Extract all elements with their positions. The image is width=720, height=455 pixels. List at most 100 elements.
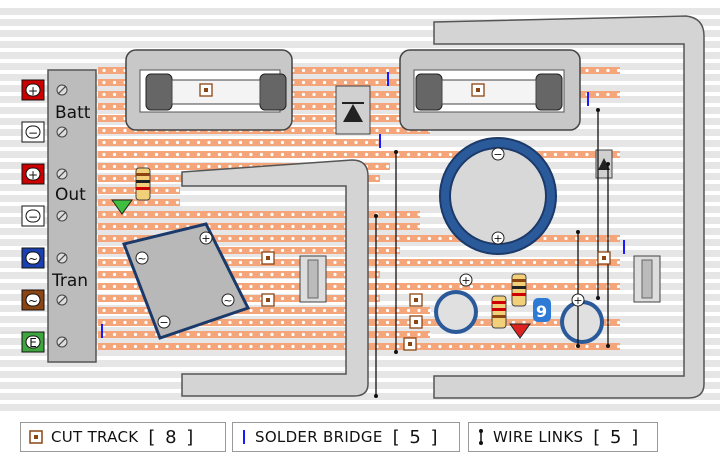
track-hole — [459, 284, 463, 289]
terminal-symbol: E — [29, 336, 37, 350]
track-hole — [123, 176, 127, 181]
track-hole — [354, 80, 358, 85]
wire-end — [576, 230, 580, 234]
track-hole — [154, 212, 159, 217]
terminal-symbol: + — [28, 84, 38, 98]
led-red — [509, 323, 531, 339]
cap-large-minus: − — [493, 148, 502, 161]
track-hole — [312, 236, 316, 241]
track-hole — [123, 152, 127, 157]
track-hole — [322, 248, 327, 253]
track-hole — [228, 332, 232, 337]
track-hole — [133, 284, 138, 289]
resistor-1 — [135, 167, 151, 201]
track-hole — [574, 152, 579, 157]
track-strip — [98, 307, 430, 314]
terminal-marker-dot — [25, 83, 41, 97]
track-hole — [217, 236, 222, 241]
track-hole — [459, 344, 463, 349]
track-hole — [301, 104, 306, 109]
track-hole — [301, 152, 306, 157]
track-hole — [154, 140, 159, 145]
track-hole — [396, 224, 400, 229]
track-hole — [112, 284, 117, 289]
track-hole — [280, 212, 285, 217]
track-hole — [217, 140, 222, 145]
track-hole — [186, 164, 190, 169]
track-hole — [396, 332, 400, 337]
track-hole — [417, 308, 421, 313]
wire-end — [606, 162, 610, 166]
track-hole — [385, 116, 390, 121]
solder-bridges — [101, 72, 625, 338]
track-hole — [133, 308, 138, 313]
screw-slot — [57, 253, 67, 263]
track-hole — [333, 236, 337, 241]
grid-strip — [0, 8, 720, 15]
track-hole — [385, 320, 390, 325]
screw-slot — [57, 337, 67, 347]
wire-link-icon — [479, 429, 483, 445]
track-hole — [427, 236, 432, 241]
track-hole — [165, 224, 169, 229]
track-hole — [301, 212, 306, 217]
track-hole — [469, 284, 474, 289]
track-hole — [259, 320, 264, 325]
track-hole — [112, 116, 117, 121]
track-hole — [396, 104, 400, 109]
track-hole — [133, 332, 138, 337]
track-hole — [553, 152, 558, 157]
track-hole — [102, 92, 106, 97]
track-hole — [144, 224, 148, 229]
track-hole — [364, 152, 369, 157]
track-hole — [102, 284, 106, 289]
track-hole — [165, 200, 169, 205]
track-hole — [301, 332, 306, 337]
track-strip — [98, 199, 180, 206]
track-hole — [301, 68, 306, 73]
track-hole — [280, 320, 285, 325]
track-hole — [112, 68, 117, 73]
track-hole — [144, 320, 148, 325]
track-hole — [417, 152, 421, 157]
track-hole — [186, 344, 190, 349]
track-hole — [291, 128, 295, 133]
wire-end — [596, 108, 600, 112]
terminal-symbol: ~ — [28, 294, 38, 308]
track-hole — [217, 212, 222, 217]
track-hole — [291, 320, 295, 325]
cap-small-left-plus: + — [461, 274, 470, 287]
track-hole — [259, 236, 264, 241]
track-hole — [165, 176, 169, 181]
legend-cut-track: CUT TRACK [ 8 ] — [20, 422, 226, 452]
track-hole — [112, 104, 117, 109]
track-hole — [102, 188, 106, 193]
track-hole — [291, 260, 295, 265]
track-hole — [270, 236, 274, 241]
wire-end — [576, 344, 580, 348]
track-hole — [280, 308, 285, 313]
track-hole — [259, 332, 264, 337]
track-hole — [543, 344, 547, 349]
track-hole — [228, 224, 232, 229]
track-strip — [98, 67, 620, 74]
track-hole — [448, 152, 453, 157]
track-hole — [322, 224, 327, 229]
grid-strip — [0, 19, 720, 26]
track-hole — [259, 224, 264, 229]
track-hole — [175, 176, 180, 181]
grid-strip — [0, 41, 720, 48]
terminal-symbol: + — [28, 168, 38, 182]
track-hole — [312, 116, 316, 121]
track-hole — [102, 200, 106, 205]
track-hole — [501, 260, 505, 265]
track-hole — [102, 320, 106, 325]
track-hole — [396, 308, 400, 313]
track-hole — [438, 152, 442, 157]
capacitor-small-left — [434, 290, 478, 334]
track-hole — [280, 272, 285, 277]
track-hole — [217, 152, 222, 157]
track-hole — [312, 248, 316, 253]
track-hole — [144, 152, 148, 157]
grid-strip — [0, 63, 720, 70]
